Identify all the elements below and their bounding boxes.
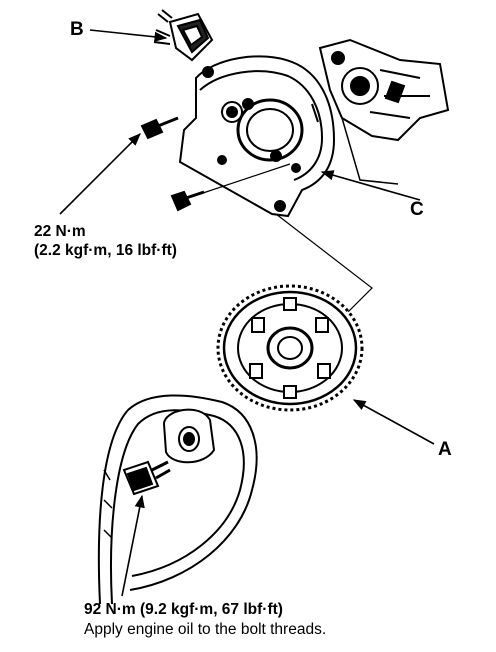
leader-b (89, 29, 168, 42)
cover-bolt-upper (140, 116, 179, 140)
engine-block-fragment (318, 38, 450, 185)
idler-roller (162, 408, 216, 464)
torque-upper-value: 22 N·m (34, 223, 86, 240)
timing-belt (97, 394, 258, 605)
leader-c (320, 170, 421, 201)
torque-lower-value: 92 N·m (9.2 kgf·m, 67 lbf·ft) (84, 601, 283, 618)
timing-belt-back-cover-c (178, 55, 336, 218)
leader-a (352, 399, 435, 445)
leader-torque-lower (121, 494, 145, 597)
camshaft-pulley-a (216, 284, 364, 412)
cover-bolt-lower (170, 190, 205, 212)
callout-a: A (438, 439, 452, 460)
torque-lower-instruction: Apply engine oil to the bolt threads. (84, 621, 327, 638)
callout-c: C (410, 199, 424, 220)
callout-b: B (70, 19, 84, 40)
leader-lines (59, 29, 435, 597)
alignment-lines (187, 163, 373, 321)
leader-torque-upper (59, 133, 141, 215)
pulley-bolt (122, 460, 171, 496)
torque-upper-alt-units: (2.2 kgf·m, 16 lbf·ft) (34, 242, 177, 259)
sensor-b (153, 9, 214, 62)
